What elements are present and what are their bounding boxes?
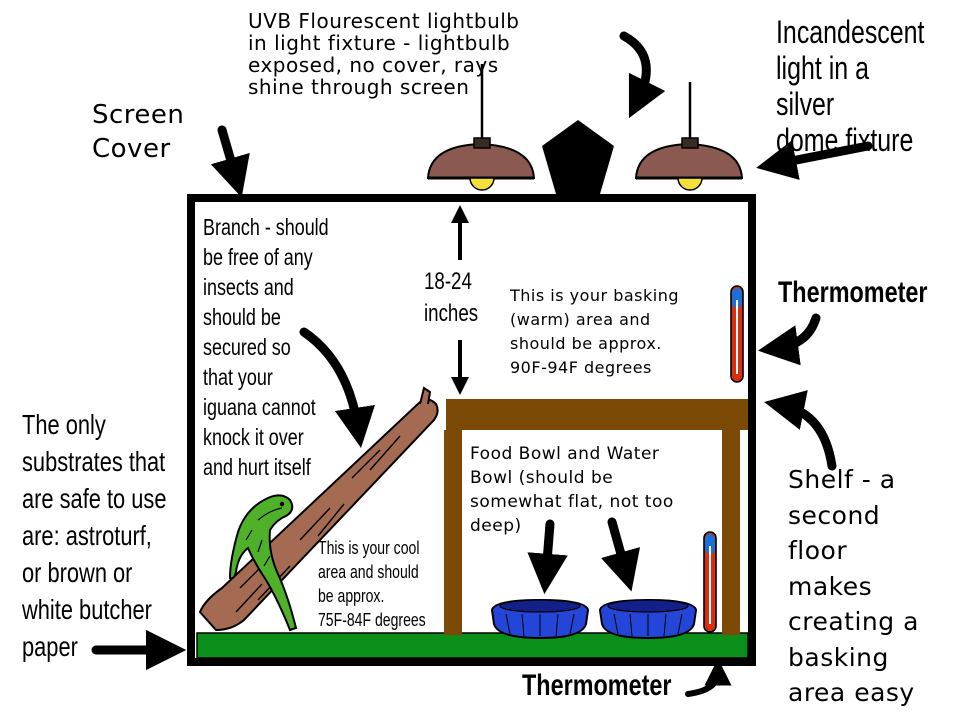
thermometer-top-label: Thermometer — [778, 276, 928, 309]
shelf — [444, 399, 748, 635]
arrow-icon — [757, 313, 821, 366]
uvb-lamp-icon — [426, 64, 536, 191]
branch-icon — [198, 386, 439, 632]
substrates-label: The only substrates that are safe to use… — [22, 409, 167, 662]
branch-label: Branch - should be free of any insects a… — [203, 214, 329, 480]
screen-cover-label: Screen Cover — [92, 100, 185, 164]
arrow-icon — [619, 31, 666, 119]
thermometer-bottom-label: Thermometer — [522, 669, 672, 702]
arrow-icon — [210, 125, 250, 198]
distance-label: 18-24 inches — [424, 268, 479, 327]
pentagon-icon — [542, 120, 614, 194]
shelf-right-leg — [722, 430, 740, 635]
arrow-icon — [601, 517, 641, 592]
food-bowl-icon — [490, 598, 590, 640]
shelf-label: Shelf - a second floor makes creating a … — [788, 465, 919, 707]
thermometer-icon — [730, 285, 744, 383]
bulb-icon — [469, 177, 495, 191]
arrow-icon — [685, 658, 732, 697]
basking-area-label: This is your basking (warm) area and sho… — [510, 286, 680, 377]
thermometer-icon — [703, 531, 717, 633]
iguana-icon — [228, 494, 298, 632]
arrow-icon — [764, 390, 837, 471]
incandescent-light-label: Incandescent light in a silver dome fixt… — [776, 14, 925, 158]
shelf-left-leg — [444, 430, 462, 635]
arrow-icon — [756, 140, 873, 180]
arrow-icon — [299, 327, 375, 449]
incandescent-lamp-icon — [634, 82, 744, 191]
bulb-icon — [677, 177, 703, 191]
arrow-icon — [527, 519, 568, 595]
cool-area-label: This is your cool area and should be app… — [318, 538, 426, 630]
uvb-bulb-label: UVB Flourescent lightbulb in light fixtu… — [248, 9, 520, 99]
water-bowl-icon — [598, 598, 698, 640]
shelf-top — [446, 399, 748, 430]
food-water-bowl-label: Food Bowl and Water Bowl (should be some… — [470, 444, 674, 536]
